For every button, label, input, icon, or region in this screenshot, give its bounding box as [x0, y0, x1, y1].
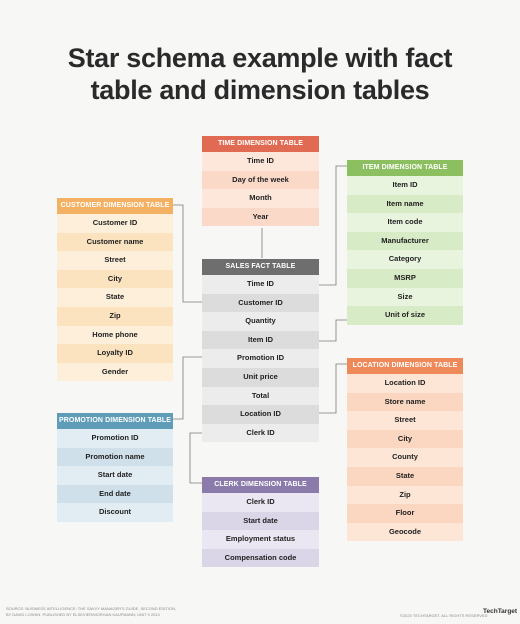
table-header: ITEM DIMENSION TABLE [347, 160, 463, 176]
table-row: Street [57, 251, 173, 270]
table-row: Item ID [202, 330, 319, 350]
table-row: Promotion ID [57, 429, 173, 448]
table-row: Item code [347, 213, 463, 232]
table-row: Employment status [202, 530, 319, 549]
table-header: CUSTOMER DIMENSION TABLE [57, 198, 173, 214]
table-row: Location ID [347, 374, 463, 393]
table-row: Item ID [347, 176, 463, 195]
table-header: TIME DIMENSION TABLE [202, 136, 319, 152]
table-row: Gender [57, 362, 173, 382]
table-row: Promotion ID [202, 349, 319, 368]
table-row: Month [202, 189, 319, 208]
source-line-2: BY DAVID LOSHIN, PUBLISHED BY ELSEVIER/M… [6, 611, 160, 617]
table-row: Time ID [202, 275, 319, 294]
table-row: Unit of size [347, 306, 463, 325]
source-line-1: SOURCE: BUSINESS INTELLIGENCE: THE SAVVY… [6, 606, 177, 611]
table-row: MSRP [347, 268, 463, 288]
table-row: Start date [57, 466, 173, 485]
table-row: Start date [202, 511, 319, 531]
table-row: Compensation code [202, 548, 319, 568]
line-item [311, 165, 347, 286]
table-row: Zip [347, 485, 463, 505]
table-row: Customer name [57, 232, 173, 252]
table-row: City [347, 429, 463, 449]
table-row: Total [202, 386, 319, 406]
table-row: Unit price [202, 367, 319, 387]
table-row: Store name [347, 392, 463, 412]
copyright-note: ©2020 TECHTARGET. ALL RIGHTS RESERVED [400, 613, 488, 618]
title-line-2: table and dimension tables [90, 75, 430, 105]
promotion-dimension-table: PROMOTION DIMENSION TABLE Promotion ID P… [57, 413, 173, 522]
diagram-title: Star schema example with fact table and … [0, 42, 520, 106]
table-row: Clerk ID [202, 493, 319, 512]
table-row: Customer ID [57, 214, 173, 233]
table-row: Street [347, 411, 463, 430]
table-row: Item name [347, 194, 463, 214]
table-header: CLERK DIMENSION TABLE [202, 477, 319, 493]
table-row: Category [347, 250, 463, 269]
line-location [311, 363, 347, 414]
customer-dimension-table: CUSTOMER DIMENSION TABLE Customer ID Cus… [57, 198, 173, 382]
table-row: Loyalty ID [57, 344, 173, 363]
table-row: Manufacturer [347, 231, 463, 251]
clerk-dimension-table: CLERK DIMENSION TABLE Clerk ID Start dat… [202, 477, 319, 568]
table-row: Year [202, 207, 319, 227]
table-row: End date [57, 484, 173, 504]
location-dimension-table: LOCATION DIMENSION TABLE Location ID Sto… [347, 358, 463, 542]
table-row: Home phone [57, 325, 173, 345]
table-row: Floor [347, 504, 463, 523]
table-row: Quantity [202, 312, 319, 331]
time-dimension-table: TIME DIMENSION TABLE Time ID Day of the … [202, 136, 319, 227]
table-row: Customer ID [202, 293, 319, 313]
table-row: Day of the week [202, 170, 319, 190]
line-clerk [189, 432, 213, 484]
line-item-id [311, 319, 347, 342]
sales-fact-table: SALES FACT TABLE Time ID Customer ID Qua… [202, 259, 319, 443]
table-row: Discount [57, 503, 173, 522]
item-dimension-table: ITEM DIMENSION TABLE Item ID Item name I… [347, 160, 463, 325]
table-row: Location ID [202, 405, 319, 424]
table-row: Geocode [347, 522, 463, 542]
table-row: County [347, 448, 463, 467]
table-row: Clerk ID [202, 423, 319, 443]
table-row: Promotion name [57, 447, 173, 467]
table-header: LOCATION DIMENSION TABLE [347, 358, 463, 374]
techtarget-logo: TechTarget [483, 608, 518, 615]
table-row: Time ID [202, 152, 319, 171]
line-promotion [170, 356, 213, 420]
table-header: SALES FACT TABLE [202, 259, 319, 275]
table-row: Zip [57, 306, 173, 326]
table-row: City [57, 269, 173, 289]
title-line-1: Star schema example with fact [67, 43, 453, 73]
table-row: State [347, 466, 463, 486]
source-note: SOURCE: BUSINESS INTELLIGENCE: THE SAVVY… [6, 606, 176, 617]
table-header: PROMOTION DIMENSION TABLE [57, 413, 173, 429]
table-row: State [57, 288, 173, 307]
table-row: Size [347, 287, 463, 307]
